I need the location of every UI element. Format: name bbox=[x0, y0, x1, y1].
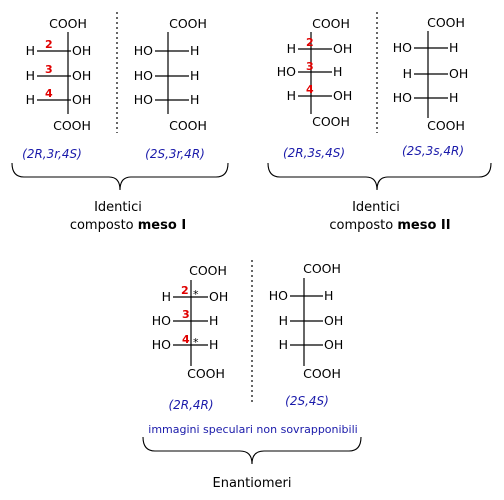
caption-line2: composto meso II bbox=[329, 218, 450, 233]
left-substituent: H bbox=[279, 313, 288, 328]
fischer-projection-pair1-left: COOH H OH 2 H OH 3 H OH 4 COOH bbox=[26, 16, 92, 133]
left-substituent: H bbox=[26, 68, 35, 83]
left-substituent: H bbox=[26, 92, 35, 107]
bottom-group: COOH bbox=[187, 366, 225, 381]
carbon-number: 2 bbox=[306, 36, 314, 49]
right-substituent: H bbox=[209, 337, 218, 352]
left-substituent: HO bbox=[277, 64, 296, 79]
bottom-group: COOH bbox=[53, 118, 91, 133]
carbon-number: 2 bbox=[181, 284, 189, 297]
bottom-group: COOH bbox=[427, 118, 465, 133]
right-substituent: H bbox=[190, 43, 199, 58]
brace-1 bbox=[11, 162, 229, 191]
stereo-descriptor: (2S,4S) bbox=[285, 394, 329, 408]
mirror-image-note: immagini speculari non sovrapponibili bbox=[148, 423, 357, 436]
right-substituent: H bbox=[324, 288, 333, 303]
right-substituent: OH bbox=[72, 68, 91, 83]
right-substituent: OH bbox=[449, 66, 468, 81]
carbon-number: 4 bbox=[45, 87, 53, 100]
left-substituent: HO bbox=[152, 337, 171, 352]
carbon-number: 3 bbox=[306, 60, 314, 73]
fischer-projection-pair2-right: COOH HO H H OH HO H COOH bbox=[393, 15, 469, 133]
stereo-descriptor: (2R,3s,4S) bbox=[283, 146, 345, 160]
carbon-number: 3 bbox=[182, 308, 190, 321]
fischer-projection-pair1-right: COOH HO H HO H HO H COOH bbox=[134, 16, 207, 133]
left-substituent: HO bbox=[152, 313, 171, 328]
right-substituent: OH bbox=[333, 41, 352, 56]
left-substituent: H bbox=[162, 289, 171, 304]
left-substituent: H bbox=[26, 43, 35, 58]
bottom-group: COOH bbox=[303, 366, 341, 381]
left-substituent: H bbox=[287, 41, 296, 56]
brace-3 bbox=[142, 436, 362, 465]
right-substituent: OH bbox=[72, 92, 91, 107]
right-substituent: OH bbox=[324, 313, 343, 328]
stereo-descriptor: (2S,3s,4R) bbox=[402, 144, 464, 158]
fischer-projection-pair2-left: COOH H OH 2 HO H 3 H OH 4 COOH bbox=[277, 16, 353, 129]
caption-line1: Identici bbox=[352, 200, 400, 215]
top-group: COOH bbox=[312, 16, 350, 31]
stereocenter-asterisk: * bbox=[193, 288, 199, 301]
top-group: COOH bbox=[49, 16, 87, 31]
caption-line1: Identici bbox=[94, 200, 142, 215]
bottom-group: COOH bbox=[312, 114, 350, 129]
right-substituent: H bbox=[449, 90, 458, 105]
top-group: COOH bbox=[427, 15, 465, 30]
fischer-projection-pair3-left: COOH H OH 2 * HO H 3 HO H 4 * COOH bbox=[152, 263, 229, 381]
top-group: COOH bbox=[303, 261, 341, 276]
right-substituent: OH bbox=[333, 88, 352, 103]
brace-2 bbox=[267, 162, 492, 191]
stereocenter-asterisk: * bbox=[193, 336, 199, 349]
bottom-group: COOH bbox=[169, 118, 207, 133]
carbon-number: 4 bbox=[306, 83, 314, 96]
caption-line2: composto meso I bbox=[70, 218, 186, 233]
left-substituent: HO bbox=[393, 40, 412, 55]
stereo-descriptor: (2R,3r,4S) bbox=[22, 147, 82, 161]
right-substituent: H bbox=[190, 92, 199, 107]
top-group: COOH bbox=[169, 16, 207, 31]
right-substituent: H bbox=[449, 40, 458, 55]
stereo-descriptor: (2R,4R) bbox=[168, 398, 213, 412]
left-substituent: HO bbox=[269, 288, 288, 303]
fischer-projection-pair3-right: COOH HO H H OH H OH COOH bbox=[269, 261, 344, 381]
left-substituent: H bbox=[279, 337, 288, 352]
stereo-descriptor: (2S,3r,4R) bbox=[145, 147, 205, 161]
left-substituent: HO bbox=[134, 43, 153, 58]
left-substituent: H bbox=[287, 88, 296, 103]
right-substituent: OH bbox=[209, 289, 228, 304]
caption-enantiomers: Enantiomeri bbox=[213, 476, 292, 491]
left-substituent: H bbox=[403, 66, 412, 81]
carbon-number: 2 bbox=[45, 38, 53, 51]
carbon-number: 3 bbox=[45, 63, 53, 76]
carbon-number: 4 bbox=[182, 333, 190, 346]
top-group: COOH bbox=[189, 263, 227, 278]
right-substituent: H bbox=[333, 64, 342, 79]
right-substituent: H bbox=[209, 313, 218, 328]
right-substituent: H bbox=[190, 68, 199, 83]
right-substituent: OH bbox=[324, 337, 343, 352]
left-substituent: HO bbox=[134, 92, 153, 107]
left-substituent: HO bbox=[393, 90, 412, 105]
right-substituent: OH bbox=[72, 43, 91, 58]
left-substituent: HO bbox=[134, 68, 153, 83]
